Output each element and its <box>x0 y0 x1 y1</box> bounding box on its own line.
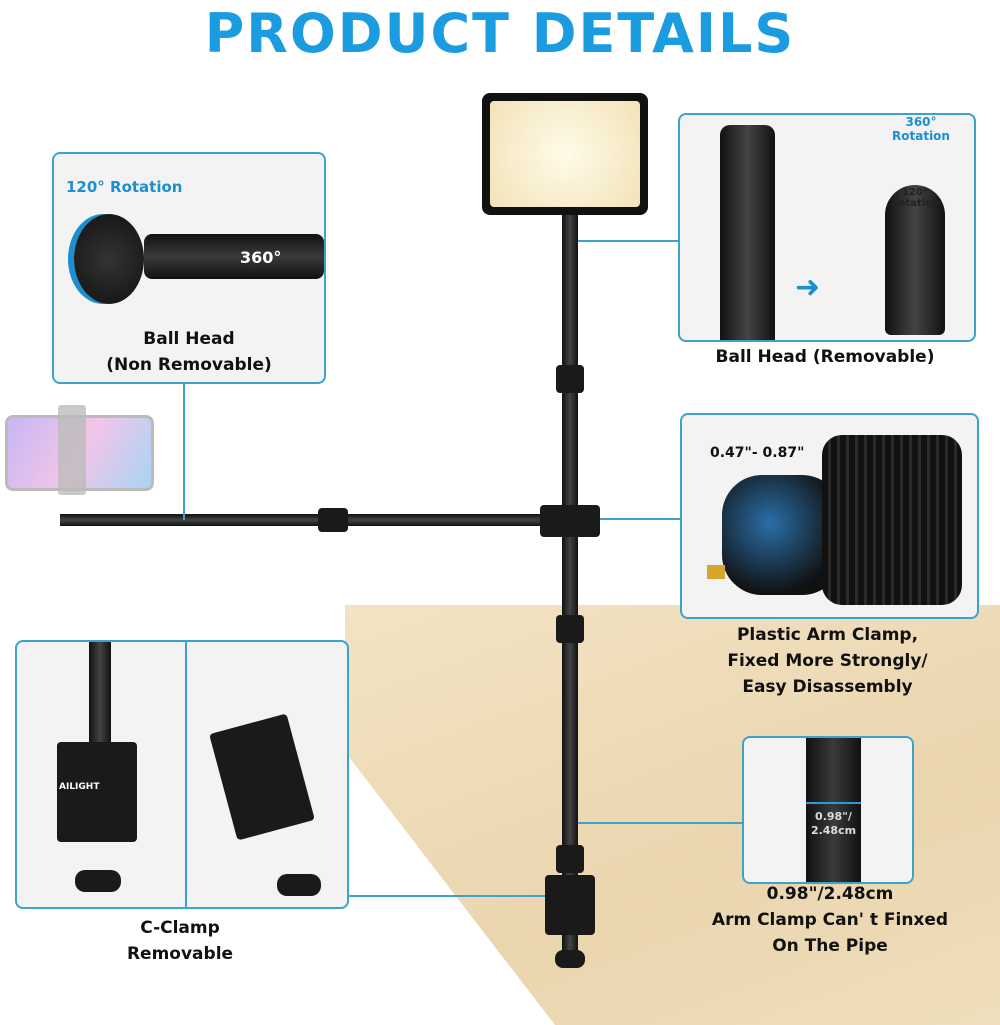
label-line: Ball Head <box>143 329 235 349</box>
c-clamp-label: C-Clamp Removable <box>90 915 270 967</box>
c-clamp-screw-knob <box>277 874 321 896</box>
page-title: PRODUCT DETAILS <box>204 2 796 65</box>
rotation-120-label: 120° Rotation <box>66 178 183 196</box>
rotation-value: 360° <box>905 115 937 129</box>
swivel-360-label: 360° <box>240 248 282 267</box>
pipe-panel: 0.98"/ 2.48cm <box>742 736 914 884</box>
ball-head-rod <box>144 234 324 279</box>
rotation-word: Rotation <box>892 129 950 143</box>
c-clamp-body <box>57 742 137 842</box>
arm-clamp <box>540 505 600 537</box>
label-line: Fixed More Strongly/ <box>727 651 928 671</box>
rotation-value: 120° <box>902 187 928 198</box>
rotation-120-label: 120° Rotation <box>885 187 945 209</box>
pipe-image <box>806 738 861 882</box>
ball-head-removable-panel: ➜ 360° Rotation 120° Rotation <box>678 113 976 342</box>
c-clamp-screw-knob <box>75 870 121 892</box>
clamp-knob-image <box>822 435 962 605</box>
pole-joint <box>556 615 584 643</box>
c-clamp-body-detached <box>209 713 315 841</box>
c-clamp-panel: AILIGHT <box>15 640 349 909</box>
label-line: 0.98"/2.48cm <box>766 884 894 904</box>
arm-clamp-range-label: 0.47"- 0.87" <box>710 445 805 461</box>
label-line: Arm Clamp Can' t Finxed <box>711 910 949 930</box>
rotation-word: Rotation <box>890 198 940 209</box>
led-light-panel <box>482 93 648 215</box>
ball-head-fixed-panel: 120° Rotation 360° Ball Head (Non Remova… <box>52 152 326 384</box>
label-line: (Non Removable) <box>106 355 272 375</box>
arrow-right-icon: ➜ <box>795 270 821 305</box>
arm-clamp-label: Plastic Arm Clamp, Fixed More Strongly/ … <box>680 622 975 700</box>
dim-line: 2.48cm <box>810 824 857 837</box>
label-line: Easy Disassembly <box>742 677 913 697</box>
pipe-diameter-label: 0.98"/ 2.48cm <box>806 810 861 838</box>
base-clamp <box>545 875 595 935</box>
pole-joint <box>556 365 584 393</box>
vertical-pole <box>562 215 578 960</box>
label-line: Plastic Arm Clamp, <box>736 625 919 645</box>
label-line: On The Pipe <box>772 936 888 956</box>
arm-clamp-panel: 0.47"- 0.87" <box>680 413 979 619</box>
label-line: C-Clamp <box>140 918 220 938</box>
label-line: Removable <box>126 944 234 964</box>
divider <box>185 642 187 907</box>
rotation-360-label: 360° Rotation <box>876 115 966 143</box>
pipe-label: 0.98"/2.48cm Arm Clamp Can' t Finxed On … <box>680 881 980 959</box>
base-clamp-screw <box>555 950 585 968</box>
dim-line: 0.98"/ <box>815 810 852 823</box>
ball-head-fixed-label: Ball Head (Non Removable) <box>54 326 324 378</box>
c-clamp-brand: AILIGHT <box>59 782 100 792</box>
ball-head-image <box>720 125 775 340</box>
arm-joint <box>318 508 348 532</box>
ball-head-image <box>74 214 144 304</box>
diameter-arrow <box>806 802 861 804</box>
pole-joint <box>556 845 584 873</box>
phone-holder <box>58 405 86 495</box>
ball-head-removable-label: Ball Head (Removable) <box>715 347 935 367</box>
ball-head-detached <box>885 185 945 335</box>
screw-icon <box>707 565 725 579</box>
c-clamp-rod <box>89 642 111 742</box>
